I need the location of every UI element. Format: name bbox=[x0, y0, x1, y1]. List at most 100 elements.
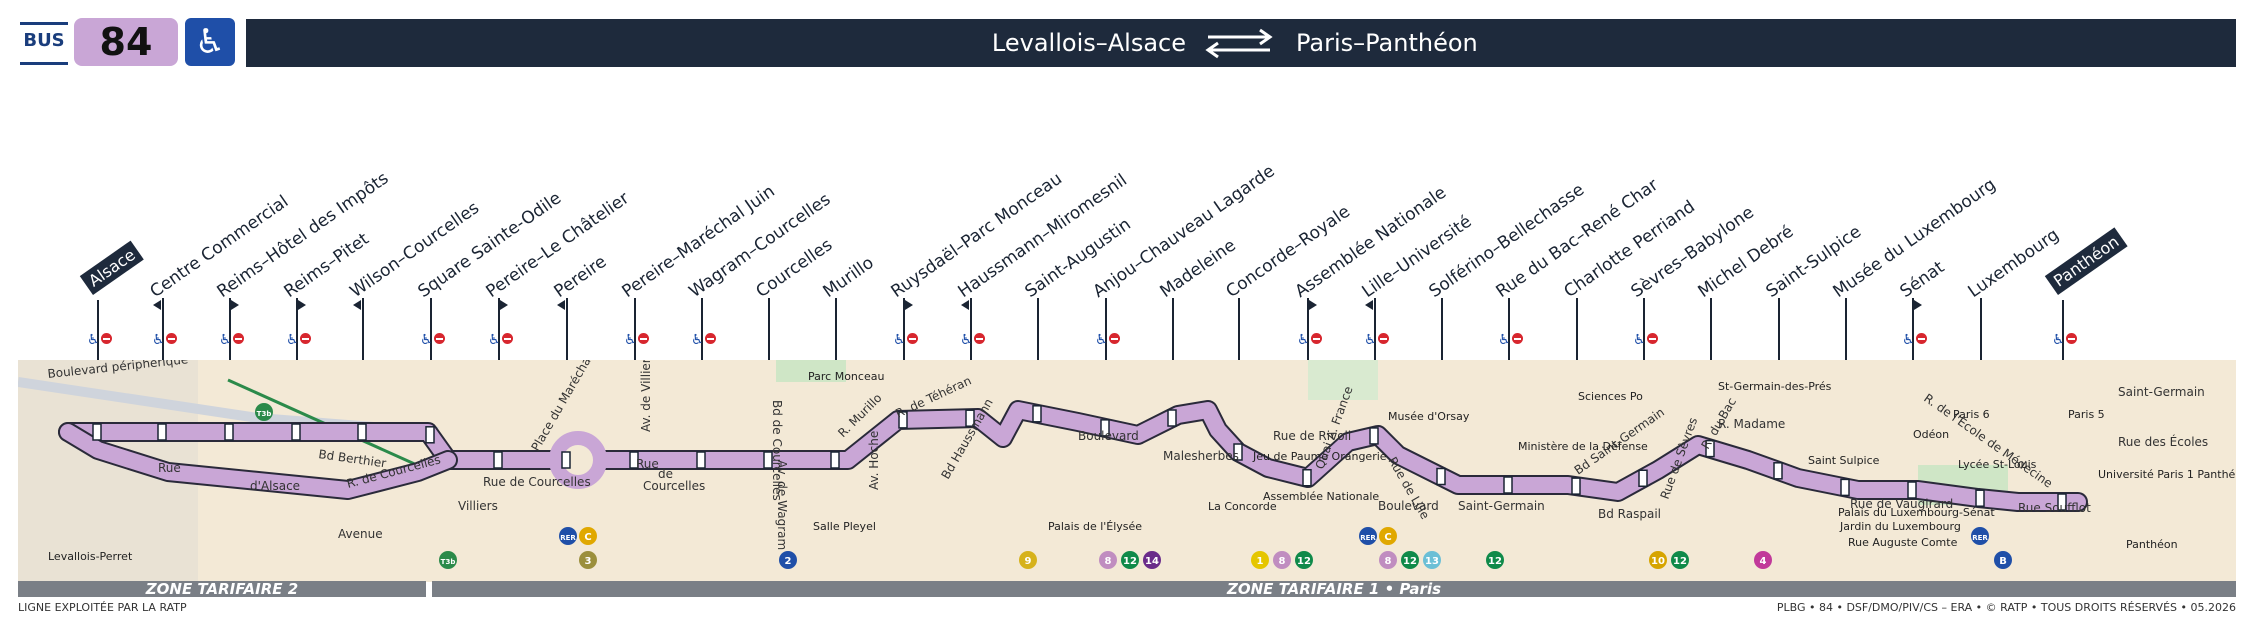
no-entry-bar bbox=[436, 337, 443, 340]
stop-pole bbox=[1778, 298, 1780, 360]
wheelchair-icon: ♿ bbox=[2052, 332, 2065, 348]
stop-marker bbox=[2057, 493, 2067, 511]
wheelchair-icon: ♿ bbox=[1095, 332, 1108, 348]
connection-label: 2 bbox=[785, 556, 792, 567]
stop-label: Murillo bbox=[819, 252, 878, 302]
stop-label: Luxembourg bbox=[1964, 224, 2063, 302]
connection-badge-icon bbox=[1019, 551, 1037, 569]
stop-marker bbox=[157, 423, 167, 441]
stop-label: Alsace bbox=[79, 240, 144, 295]
route-origin: Levallois–Alsace bbox=[991, 29, 1186, 57]
stop-marker bbox=[1233, 443, 1243, 461]
no-entry-bar bbox=[707, 337, 714, 340]
direction-flag-icon bbox=[961, 300, 969, 310]
direction-flag-icon bbox=[153, 300, 161, 310]
no-entry-icon bbox=[974, 333, 985, 344]
connection-label: 14 bbox=[1145, 556, 1159, 567]
no-entry-icon bbox=[1378, 333, 1389, 344]
stop-marker bbox=[224, 423, 234, 441]
street-label: R. Madame bbox=[1718, 417, 1785, 431]
place-label: Musée d'Orsay bbox=[1388, 410, 1470, 423]
place-label: Levallois-Perret bbox=[48, 550, 133, 563]
stop-pole bbox=[1508, 298, 1510, 360]
stop-pole bbox=[1710, 298, 1712, 360]
route-direction-bar: Levallois–Alsace Paris–Panthéon bbox=[246, 19, 2236, 67]
stop-marker bbox=[696, 451, 706, 469]
connection-badge-icon bbox=[1121, 551, 1139, 569]
street-label: Malesherbes bbox=[1163, 449, 1239, 463]
place-label: Rue Auguste Comte bbox=[1848, 536, 1958, 549]
no-entry-icon bbox=[1647, 333, 1658, 344]
stop-pole bbox=[903, 298, 905, 360]
park-area bbox=[776, 360, 846, 382]
no-entry-bar bbox=[1918, 337, 1925, 340]
stop-pole bbox=[566, 298, 568, 360]
wheelchair-icon: ♿ bbox=[488, 332, 501, 348]
connection-badge-icon bbox=[1671, 551, 1689, 569]
connection-badge-icon bbox=[1423, 551, 1441, 569]
stop-pole bbox=[1374, 298, 1376, 360]
place-label: Ministère de la Défense bbox=[1518, 440, 1648, 453]
stop-marker bbox=[763, 451, 773, 469]
place-label: Salle Pleyel bbox=[813, 520, 876, 533]
no-entry-icon bbox=[1512, 333, 1523, 344]
connection-label: 10 bbox=[1651, 556, 1665, 567]
no-entry-icon bbox=[434, 333, 445, 344]
direction-flag-icon bbox=[1365, 300, 1373, 310]
no-entry-icon bbox=[300, 333, 311, 344]
no-entry-bar bbox=[976, 337, 983, 340]
connection-label: 8 bbox=[1385, 556, 1392, 567]
stop-marker bbox=[1503, 476, 1513, 494]
no-entry-bar bbox=[909, 337, 916, 340]
route-fill-branch bbox=[60, 424, 456, 498]
stop-marker bbox=[1571, 477, 1581, 495]
place-label: Parc Monceau bbox=[808, 370, 884, 383]
no-entry-icon bbox=[2066, 333, 2077, 344]
connection-badge-icon bbox=[1994, 551, 2012, 569]
stop-label: Sénat bbox=[1896, 257, 1949, 302]
stop-marker bbox=[629, 451, 639, 469]
connection-label: T3b bbox=[257, 410, 272, 418]
wheelchair-icon: ♿ bbox=[1498, 332, 1511, 348]
stop-marks bbox=[92, 405, 2067, 511]
street-label: Rue bbox=[636, 457, 659, 471]
street-label: Av. de Wagram bbox=[775, 460, 789, 550]
stop-marker bbox=[92, 423, 102, 441]
connection-label: RER bbox=[1360, 534, 1376, 542]
no-entry-bar bbox=[1514, 337, 1521, 340]
wheelchair-icon: ♿ bbox=[286, 332, 299, 348]
no-entry-bar bbox=[1313, 337, 1320, 340]
connection-badge-icon bbox=[1971, 527, 1989, 545]
stop-pole bbox=[1912, 298, 1914, 360]
connection-label: 12 bbox=[1123, 556, 1137, 567]
no-entry-bar bbox=[504, 337, 511, 340]
direction-flag-icon bbox=[298, 300, 306, 310]
wheelchair-icon: ♿ bbox=[185, 18, 235, 66]
no-entry-icon bbox=[1311, 333, 1322, 344]
wheelchair-icon: ♿ bbox=[960, 332, 973, 348]
stop-marker bbox=[1100, 419, 1110, 437]
no-entry-bar bbox=[1649, 337, 1656, 340]
stop-pole bbox=[1238, 298, 1240, 360]
zone-2-bar: ZONE TARIFAIRE 2 bbox=[18, 581, 426, 597]
stop-marker bbox=[561, 451, 571, 469]
connection-label: 13 bbox=[1425, 556, 1439, 567]
connection-label: RER bbox=[560, 534, 576, 542]
stop-marker bbox=[1975, 489, 1985, 507]
place-label: Lycée St-Louis bbox=[1958, 458, 2037, 471]
wheelchair-icon: ♿ bbox=[691, 332, 704, 348]
connection-badge-icon bbox=[1379, 527, 1397, 545]
stop-pole bbox=[634, 298, 636, 360]
no-entry-icon bbox=[705, 333, 716, 344]
stop-marker bbox=[493, 451, 503, 469]
stop-pole bbox=[2062, 300, 2064, 362]
connection-label: C bbox=[584, 532, 591, 543]
wheelchair-icon: ♿ bbox=[624, 332, 637, 348]
connection-badge-icon bbox=[1295, 551, 1313, 569]
footer-operator: LIGNE EXPLOITÉE PAR LA RATP bbox=[18, 601, 187, 614]
stop-pole bbox=[970, 298, 972, 360]
place-label: Odéon bbox=[1913, 428, 1949, 441]
no-entry-icon bbox=[233, 333, 244, 344]
place-label: Assemblée Nationale bbox=[1263, 490, 1379, 503]
